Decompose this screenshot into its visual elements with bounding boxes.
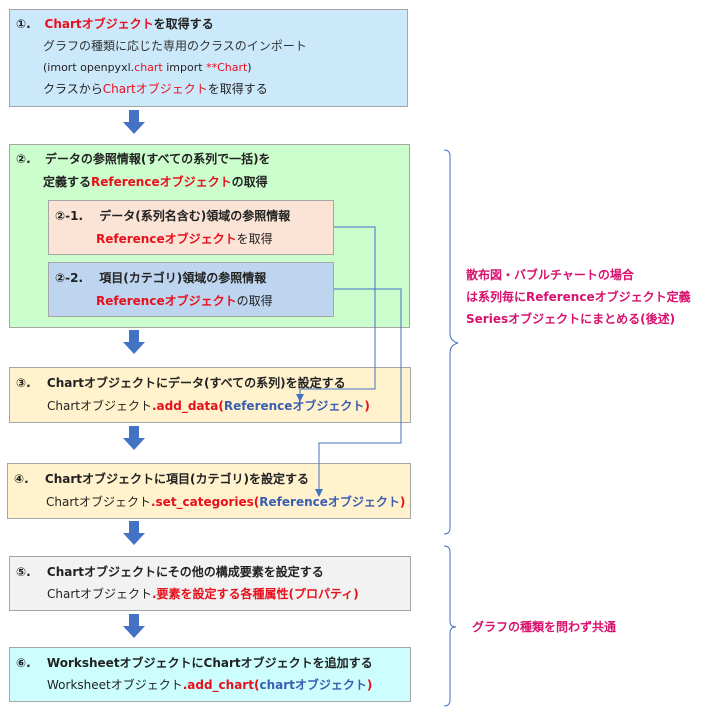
step6-code-method: .add_chart( <box>182 678 260 692</box>
step4-title-text: Chartオブジェクトに項目(カテゴリ)を設定する <box>44 472 309 486</box>
step3-code-close: ) <box>364 399 370 413</box>
step6-code-chart: chartオブジェクト <box>259 678 367 692</box>
step2-1-number: ②-1. <box>55 209 84 223</box>
connector-2-1-to-3 <box>296 226 376 402</box>
step1-class-line: クラスからChartオブジェクトを取得する <box>43 81 268 97</box>
step4-code-close: ) <box>399 495 406 509</box>
note-scatter-line2: は系列毎にReferenceオブジェクト定義 <box>466 290 691 304</box>
step1-code-chart: chart <box>134 61 163 74</box>
step2-1-title: ②-1. データ(系列名含む)領域の参照情報 <box>55 208 290 224</box>
step2-title-line2: 定義するReferenceオブジェクトの取得 <box>43 174 268 190</box>
step4-code: Chartオブジェクト.set_categories(Referenceオブジェ… <box>46 494 405 510</box>
flow-arrow-1-2 <box>123 110 145 134</box>
step1-title-chart: Chartオブジェクト <box>44 17 154 31</box>
step3-code: Chartオブジェクト.add_data(Referenceオブジェクト) <box>47 398 370 414</box>
step1-class-chart: Chartオブジェクト <box>102 82 208 96</box>
step5-code: Chartオブジェクト.要素を設定する各種属性(プロパティ) <box>47 586 359 602</box>
note-scatter-line3: Seriesオブジェクトにまとめる(後述) <box>466 312 676 326</box>
step2-2-title: ②-2. 項目(カテゴリ)領域の参照情報 <box>55 270 266 286</box>
step6-title: ⑥. WorksheetオブジェクトにChartオブジェクトを追加する <box>16 655 373 671</box>
brace-scatter <box>443 149 459 535</box>
step6-code-close: ) <box>366 678 373 692</box>
step6-number: ⑥. <box>16 656 31 670</box>
step2-2-title-text: 項目(カテゴリ)領域の参照情報 <box>99 271 267 285</box>
step5-number: ⑤. <box>16 565 31 579</box>
step5-box: ⑤. Chartオブジェクトにその他の構成要素を設定する Chartオブジェクト… <box>9 556 411 611</box>
connector-2-2-to-4 <box>315 288 402 497</box>
step1-title-tail: を取得する <box>153 17 214 31</box>
step4-box: ④. Chartオブジェクトに項目(カテゴリ)を設定する Chartオブジェクト… <box>7 463 411 519</box>
step2-acquire: の取得 <box>231 175 268 189</box>
flow-arrow-2-3 <box>123 330 145 354</box>
step1-code-import: import <box>162 61 207 74</box>
step1-number: ①. <box>16 17 31 31</box>
step3-number: ③. <box>16 376 31 390</box>
step4-code-chart: Chartオブジェクト <box>46 495 151 509</box>
step3-code-chart: Chartオブジェクト <box>47 399 152 413</box>
step1-class-tail: を取得する <box>207 82 268 96</box>
step1-import-code: (imort openpyxl.chart import **Chart) <box>43 60 252 76</box>
step1-import-desc: グラフの種類に応じた専用のクラスのインポート <box>43 39 307 53</box>
step3-code-reference: Referenceオブジェクト <box>223 399 365 413</box>
step6-code: Worksheetオブジェクト.add_chart(chartオブジェクト) <box>47 677 372 693</box>
step2-1-reference: Referenceオブジェクト <box>96 232 237 246</box>
step2-reference: Referenceオブジェクト <box>91 175 232 189</box>
step1-title: ①. Chartオブジェクトを取得する <box>16 16 214 32</box>
step2-2-box: ②-2. 項目(カテゴリ)領域の参照情報 Referenceオブジェクトの取得 <box>48 262 334 317</box>
step2-title-line1: データの参照情報(すべての系列で一括)を <box>44 152 271 166</box>
step1-class-from: クラスから <box>43 82 103 96</box>
flow-arrow-5-6 <box>123 614 145 638</box>
step1-code-close: ) <box>247 61 252 74</box>
step5-title: ⑤. Chartオブジェクトにその他の構成要素を設定する <box>16 564 324 580</box>
step3-code-method: .add_data( <box>151 399 224 413</box>
step1-box: ①. Chartオブジェクトを取得する グラフの種類に応じた専用のクラスのインポ… <box>9 9 408 107</box>
step1-code-star: **Chart <box>206 61 248 74</box>
step2-2-number: ②-2. <box>55 271 84 285</box>
step6-title-text: WorksheetオブジェクトにChartオブジェクトを追加する <box>46 656 373 670</box>
step2-1-title-text: データ(系列名含む)領域の参照情報 <box>99 209 291 223</box>
step6-code-worksheet: Worksheetオブジェクト <box>47 678 183 692</box>
step2-title: ②. データの参照情報(すべての系列で一括)を <box>16 151 271 167</box>
step4-title: ④. Chartオブジェクトに項目(カテゴリ)を設定する <box>14 471 309 487</box>
step2-2-ref-line: Referenceオブジェクトの取得 <box>96 293 273 309</box>
step2-2-tail: の取得 <box>236 294 273 308</box>
step5-title-text: Chartオブジェクトにその他の構成要素を設定する <box>46 565 324 579</box>
step2-2-reference: Referenceオブジェクト <box>96 294 237 308</box>
step4-number: ④. <box>14 472 29 486</box>
note-scatter-line1: 散布図・バブルチャートの場合 <box>466 268 634 282</box>
flow-arrow-4-5 <box>123 521 145 545</box>
note-common: グラフの種類を問わず共通 <box>472 620 617 634</box>
step3-title-text: Chartオブジェクトにデータ(すべての系列)を設定する <box>46 376 346 390</box>
step3-title: ③. Chartオブジェクトにデータ(すべての系列)を設定する <box>16 375 346 391</box>
flow-arrow-3-4 <box>123 426 145 450</box>
step5-code-props: .要素を設定する各種属性(プロパティ) <box>151 587 359 601</box>
step4-code-reference: Referenceオブジェクト <box>259 495 400 509</box>
step2-1-tail: を取得 <box>236 232 273 246</box>
step3-box: ③. Chartオブジェクトにデータ(すべての系列)を設定する Chartオブジ… <box>9 367 411 423</box>
step5-code-chart: Chartオブジェクト <box>47 587 152 601</box>
step6-box: ⑥. WorksheetオブジェクトにChartオブジェクトを追加する Work… <box>9 647 411 702</box>
step2-number: ②. <box>16 152 31 166</box>
step1-code-part1: (imort openpyxl. <box>43 61 135 74</box>
step2-1-ref-line: Referenceオブジェクトを取得 <box>96 231 273 247</box>
brace-common <box>443 545 457 707</box>
step4-code-method: .set_categories( <box>150 495 260 509</box>
step2-1-box: ②-1. データ(系列名含む)領域の参照情報 Referenceオブジェクトを取… <box>48 200 334 255</box>
step2-define: 定義する <box>43 175 92 189</box>
